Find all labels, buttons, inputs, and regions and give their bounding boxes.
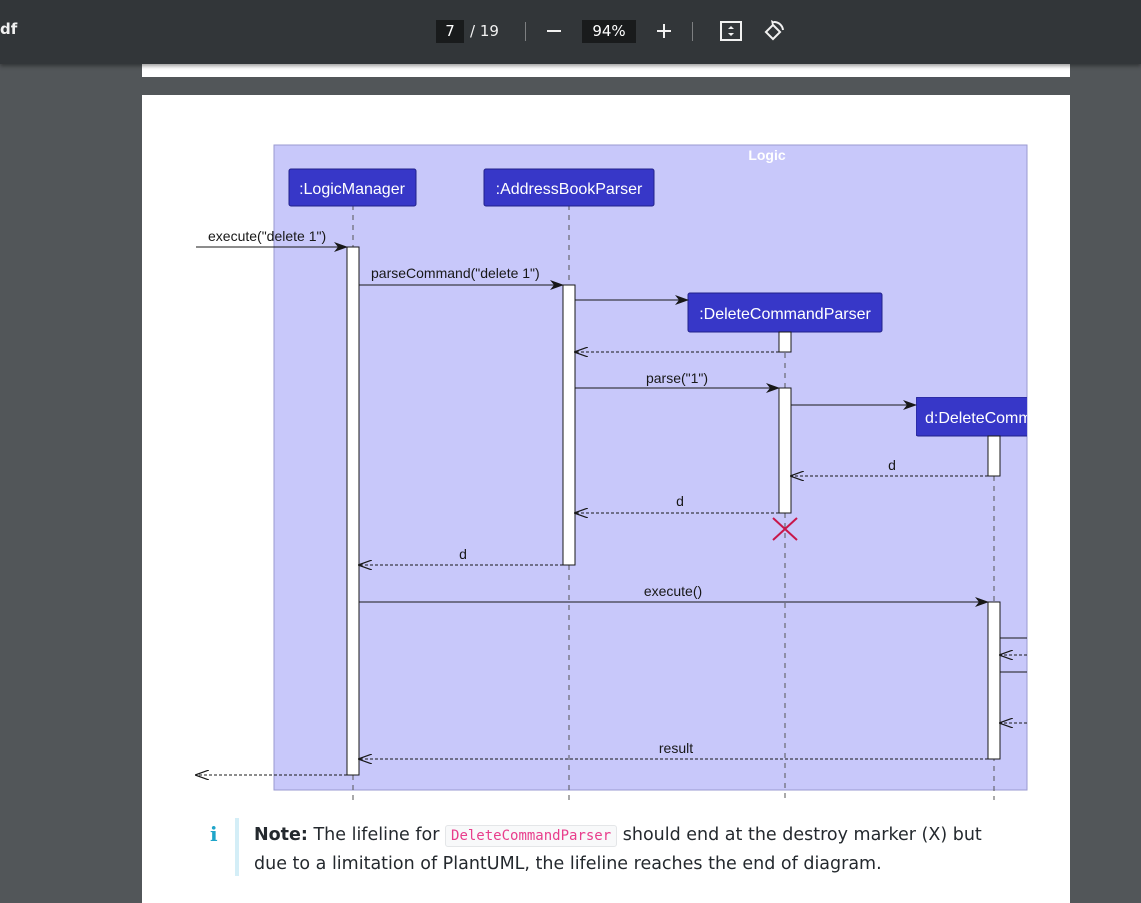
- svg-text:d: d: [459, 546, 467, 562]
- note-callout: i Note: The lifeline for DeleteCommandPa…: [210, 818, 1025, 878]
- document-title: df: [0, 20, 18, 38]
- svg-text::LogicManager: :LogicManager: [299, 181, 406, 198]
- plus-icon: [657, 24, 671, 38]
- toolbar-divider: [692, 22, 693, 41]
- svg-text::DeleteCommandParser: :DeleteCommandParser: [699, 306, 871, 323]
- participant-delete-command-parser: :DeleteCommandParser: [687, 292, 883, 333]
- fit-page-icon: [720, 21, 742, 41]
- pdf-page: Logic :LogicManager :AddressBookParser :…: [142, 95, 1070, 903]
- svg-text::AddressBookParser: :AddressBookParser: [496, 181, 643, 198]
- previous-page-edge: [142, 60, 1070, 77]
- minus-icon: [547, 30, 561, 32]
- page-number-input[interactable]: 7: [436, 20, 464, 43]
- frame-title: Logic: [748, 147, 786, 163]
- participant-logic-manager: :LogicManager: [288, 168, 417, 207]
- inline-code: DeleteCommandParser: [445, 825, 618, 847]
- message-execute: execute(): [359, 583, 989, 607]
- message-return-d-3: d: [359, 546, 563, 565]
- svg-text:d:DeleteComm: d:DeleteComm: [925, 410, 1032, 427]
- svg-text:execute("delete 1"): execute("delete 1"): [208, 228, 326, 244]
- svg-text:execute(): execute(): [644, 583, 702, 599]
- message-return-d-2: d: [575, 493, 779, 513]
- participant-delete-command: d:DeleteComm: [916, 397, 1032, 437]
- note-text: Note: The lifeline for DeleteCommandPars…: [254, 821, 1014, 878]
- message-internal-calls: [1000, 637, 1027, 723]
- svg-text:d: d: [888, 457, 896, 473]
- message-parse-command: parseCommand("delete 1"): [359, 265, 564, 290]
- svg-text:parseCommand("delete 1"): parseCommand("delete 1"): [371, 265, 540, 281]
- note-text-after: should end at the destroy marker (X) but…: [254, 825, 982, 874]
- rotate-icon: [764, 20, 784, 41]
- page-total: / 19: [470, 22, 499, 40]
- pdf-toolbar: df 7 / 19 94%: [0, 0, 1141, 64]
- zoom-in-button[interactable]: [647, 14, 681, 48]
- fit-to-page-button[interactable]: [714, 14, 748, 48]
- svg-text:d: d: [676, 493, 684, 509]
- sequence-diagram: Logic :LogicManager :AddressBookParser :…: [142, 144, 1032, 800]
- message-result: result: [359, 740, 988, 759]
- toolbar-divider: [525, 22, 526, 41]
- activation-bars: [346, 246, 1001, 776]
- message-return-d-1: d: [791, 457, 988, 476]
- note-text-before: The lifeline for: [307, 825, 446, 845]
- info-icon: i: [210, 822, 218, 846]
- svg-text:result: result: [659, 740, 693, 756]
- zoom-input[interactable]: 94%: [582, 20, 636, 43]
- zoom-out-button[interactable]: [537, 14, 571, 48]
- svg-text:parse("1"): parse("1"): [646, 370, 708, 386]
- logic-frame: [273, 144, 1028, 791]
- note-label: Note:: [254, 825, 308, 845]
- message-parse: parse("1"): [575, 370, 780, 393]
- destroy-marker: [772, 517, 798, 541]
- rotate-button[interactable]: [757, 14, 791, 48]
- message-execute-delete: execute("delete 1"): [196, 228, 348, 252]
- note-accent-bar: [235, 818, 239, 876]
- participant-address-book-parser: :AddressBookParser: [483, 168, 655, 207]
